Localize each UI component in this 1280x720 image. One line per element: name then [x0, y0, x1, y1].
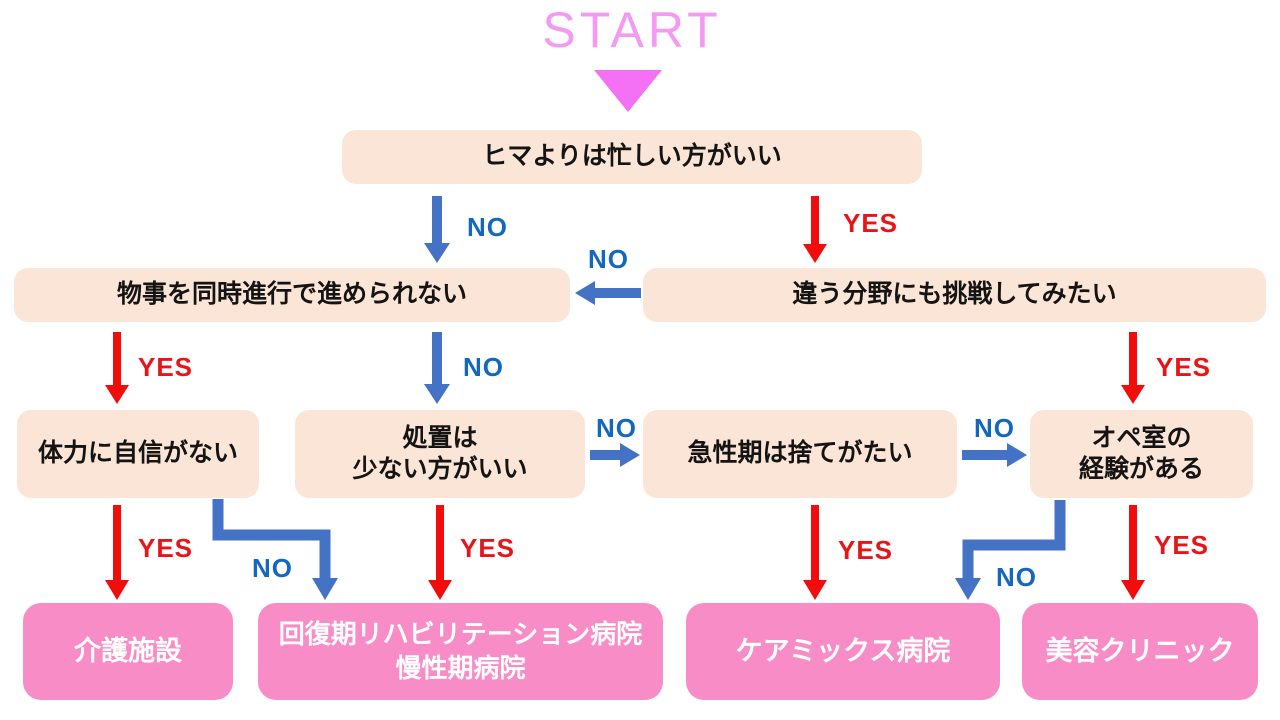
- edge-label-q4-no: NO: [252, 553, 293, 583]
- question-busy-better: ヒマよりは忙しい方がいい: [342, 130, 922, 184]
- result-beauty-clinic: 美容クリニック: [1022, 603, 1258, 700]
- arrow-q6-no: [962, 443, 1027, 467]
- result-care-mix-hospital: ケアミックス病院: [686, 603, 1000, 700]
- question-label-line1: 処置は: [402, 423, 478, 452]
- edge-label-q7-yes: YES: [1154, 530, 1210, 560]
- question-cannot-multitask: 物事を同時進行で進められない: [14, 268, 570, 322]
- question-no-stamina: 体力に自信がない: [17, 410, 259, 498]
- result-label: ケアミックス病院: [735, 635, 951, 666]
- start-triangle-icon: [594, 70, 662, 112]
- result-care-facility: 介護施設: [23, 603, 233, 700]
- edge-label-q5-yes: YES: [460, 533, 516, 563]
- result-rehab-chronic-hospital: 回復期リハビリテーション病院 慢性期病院: [258, 603, 663, 700]
- edge-label-q1-no: NO: [467, 212, 508, 242]
- question-try-other-fields: 違う分野にも挑戦してみたい: [643, 268, 1266, 322]
- arrow-q1-yes: [803, 196, 827, 263]
- arrow-q5-no: [590, 443, 640, 467]
- arrow-q4-no: [212, 499, 338, 600]
- question-label: 体力に自信がない: [37, 439, 238, 468]
- question-label-line2: 経験がある: [1078, 455, 1204, 483]
- arrow-q3-yes: [1121, 332, 1145, 404]
- question-acute-care-hard-to-give-up: 急性期は捨てがたい: [643, 410, 957, 498]
- question-label-line2: 少ない方がいい: [352, 455, 528, 483]
- question-fewer-procedures: 処置は 少ない方がいい: [295, 410, 585, 498]
- start-title: START: [542, 2, 722, 58]
- edge-label-q4-yes: YES: [138, 533, 194, 563]
- question-or-experience: オペ室の 経験がある: [1030, 410, 1253, 498]
- edge-label-q1-yes: YES: [843, 208, 899, 238]
- arrow-q1-no: [424, 196, 450, 263]
- edge-label-q7-no: NO: [996, 562, 1037, 592]
- arrow-q6-yes: [803, 505, 827, 600]
- question-label: 急性期は捨てがたい: [687, 439, 913, 468]
- edge-label-q5-no: NO: [596, 413, 637, 443]
- result-label: 美容クリニック: [1045, 635, 1235, 666]
- edge-label-q2-no: NO: [463, 352, 504, 382]
- arrow-q2-yes: [105, 332, 129, 404]
- result-label-line2: 慢性期病院: [395, 652, 526, 683]
- question-label: 物事を同時進行で進められない: [116, 280, 467, 309]
- arrow-q5-yes: [428, 505, 452, 600]
- edge-label-q2-yes: YES: [138, 352, 194, 382]
- result-label-line1: 回復期リハビリテーション病院: [278, 618, 643, 649]
- edge-label-q3-no-to-q2: NO: [588, 244, 629, 274]
- arrow-q3-no-to-q2: [575, 281, 641, 305]
- edge-label-q3-yes: YES: [1156, 352, 1212, 382]
- edge-label-q6-no: NO: [974, 413, 1015, 443]
- arrow-q2-no: [424, 332, 450, 404]
- question-label: 違う分野にも挑戦してみたい: [792, 280, 1117, 309]
- result-label: 介護施設: [74, 635, 182, 666]
- question-label: ヒマよりは忙しい方がいい: [482, 142, 782, 171]
- question-label-line1: オペ室の: [1091, 423, 1192, 452]
- edge-label-q6-yes: YES: [838, 535, 894, 565]
- arrow-q7-yes: [1121, 505, 1145, 600]
- arrow-q4-yes: [105, 505, 129, 600]
